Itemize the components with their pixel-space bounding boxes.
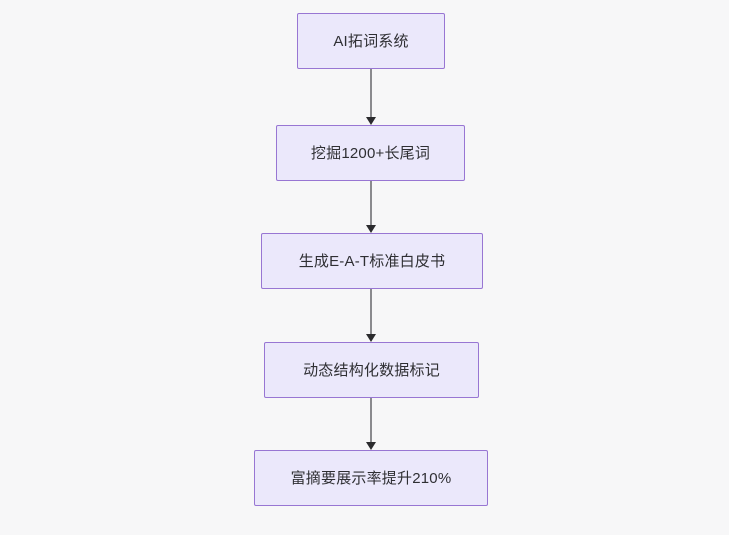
arrowhead-icon [365, 442, 376, 450]
edge-n3-n4 [365, 289, 376, 342]
edge-n1-n2 [365, 69, 376, 125]
edge-n4-n5 [365, 398, 376, 450]
flow-node-eat-whitepaper[interactable]: 生成E-A-T标准白皮书 [261, 233, 483, 289]
flow-node-label: 富摘要展示率提升210% [290, 469, 452, 487]
edge-line [370, 398, 373, 443]
flow-node-label: 动态结构化数据标记 [303, 361, 440, 379]
edge-n2-n3 [365, 181, 376, 233]
flow-node-label: AI拓词系统 [333, 32, 409, 50]
arrowhead-icon [365, 334, 376, 342]
flow-node-label: 生成E-A-T标准白皮书 [298, 252, 446, 270]
edge-line [370, 289, 373, 335]
flow-node-longtail-mining[interactable]: 挖掘1200+长尾词 [276, 125, 465, 181]
arrowhead-icon [365, 117, 376, 125]
arrowhead-icon [365, 225, 376, 233]
edge-line [370, 181, 373, 226]
flow-node-structured-data[interactable]: 动态结构化数据标记 [264, 342, 479, 398]
flow-node-rich-snippet-result[interactable]: 富摘要展示率提升210% [254, 450, 488, 506]
flow-node-ai-keyword-system[interactable]: AI拓词系统 [297, 13, 445, 69]
edge-line [370, 69, 373, 118]
flow-node-label: 挖掘1200+长尾词 [310, 144, 431, 162]
